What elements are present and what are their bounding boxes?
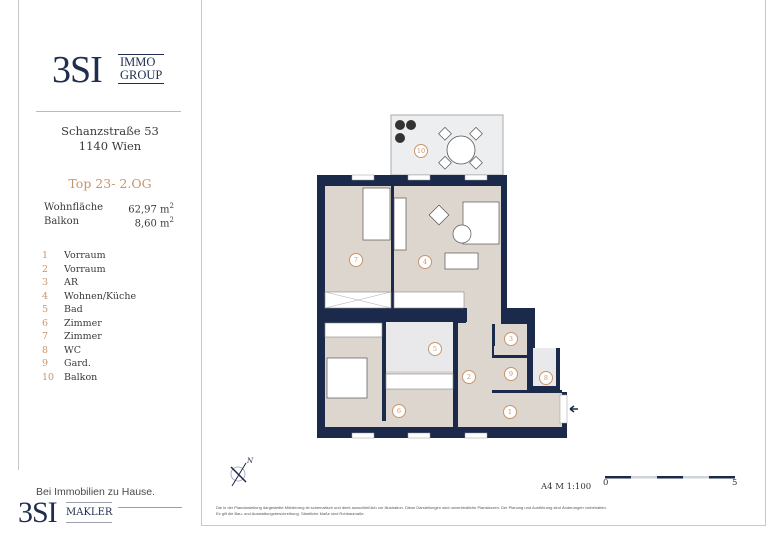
room-list-item: 4 Wohnen/Küche [42, 290, 136, 304]
room-name: Wohnen/Küche [64, 290, 137, 302]
room-number: 5 [42, 304, 49, 315]
scale-end: 5 [732, 478, 738, 488]
balcony-area [390, 114, 504, 176]
plan-room-number: 7 [349, 253, 363, 267]
room-name: Vorraum [64, 250, 106, 261]
makler-label: MAKLER [66, 502, 113, 523]
logo-line-group: GROUP [120, 68, 163, 82]
plan-room-number: 5 [428, 342, 442, 356]
room-name: Vorraum [64, 263, 106, 275]
room-list-item: 8 WC [42, 344, 136, 358]
tagline: Bei Immobilien zu Hause. [36, 486, 156, 498]
room-name: Zimmer [64, 317, 102, 329]
room-number: 8 [42, 344, 49, 356]
room-list-item: 10 Balkon [42, 371, 136, 385]
address-city: 1140 Wien [78, 139, 142, 153]
plan-room-number: 1 [503, 405, 517, 419]
room-list-item: 5 Bad [42, 303, 136, 317]
room-number: 1 [42, 250, 49, 261]
room-name: Balkon [64, 371, 98, 383]
plan-room-number: 4 [418, 255, 432, 269]
right-border [765, 0, 766, 526]
unit-title: Top 23- 2.OG [68, 176, 152, 191]
divider [36, 111, 181, 112]
room-number: 2 [42, 263, 49, 275]
room-list-item: 2 Vorraum [42, 263, 136, 277]
room-number: 4 [42, 290, 49, 302]
scale-bar [605, 476, 735, 479]
plan-room-number: 3 [504, 332, 518, 346]
room-number: 3 [42, 277, 49, 288]
north-label: N [246, 457, 254, 465]
area-unit-sup: 2 [169, 216, 174, 224]
address-street: Schanzstraße 53 [61, 124, 159, 138]
north-arrow-icon: N [230, 457, 254, 487]
makler-logo: 3SI [18, 496, 58, 529]
plan-room-number: 8 [539, 371, 553, 385]
company-logo-subtitle: IMMO GROUP [118, 54, 165, 84]
accent-line [118, 507, 182, 508]
scale-label: A4 M 1:100 [541, 482, 592, 492]
area-row-living: Wohnfläche 62,97 m2 [44, 202, 174, 215]
area-row-balcony: Balkon 8,60 m2 [44, 216, 174, 229]
room-number: 10 [42, 371, 55, 383]
plan-room-number: 6 [392, 404, 406, 418]
area-label: Balkon [44, 216, 80, 227]
logo-line-immo: IMMO [120, 55, 156, 69]
room-name: WC [64, 344, 82, 356]
area-value: 8,60 m [134, 218, 170, 230]
room-list-item: 7 Zimmer [42, 330, 136, 344]
room-name: Gard. [64, 358, 91, 369]
room-name: Bad [64, 304, 83, 315]
room-number: 9 [42, 358, 49, 369]
area-unit-sup: 2 [169, 202, 174, 210]
room-list-item: 6 Zimmer [42, 317, 136, 331]
room-list-item: 3 AR [42, 276, 136, 290]
room-name: AR [64, 277, 79, 288]
plan-room-number: 9 [504, 367, 518, 381]
room-list-item: 9 Gard. [42, 357, 136, 371]
room-list-item: 1 Vorraum [42, 249, 136, 263]
room-name: Zimmer [64, 331, 102, 342]
panel-divider [201, 0, 202, 526]
area-value: 62,97 m [128, 204, 170, 216]
plan-room-number: 2 [462, 370, 476, 384]
plan-room-number: 10 [414, 144, 428, 158]
room-number: 7 [42, 331, 49, 342]
company-logo: 3SI [52, 49, 103, 91]
room-number: 6 [42, 317, 49, 329]
disclaimer: Die in der Plandarstellung dargestellte … [216, 505, 607, 516]
left-border [18, 0, 19, 470]
area-label: Wohnfläche [44, 202, 104, 213]
bottom-border [201, 525, 766, 526]
scale-start: 0 [603, 478, 609, 488]
